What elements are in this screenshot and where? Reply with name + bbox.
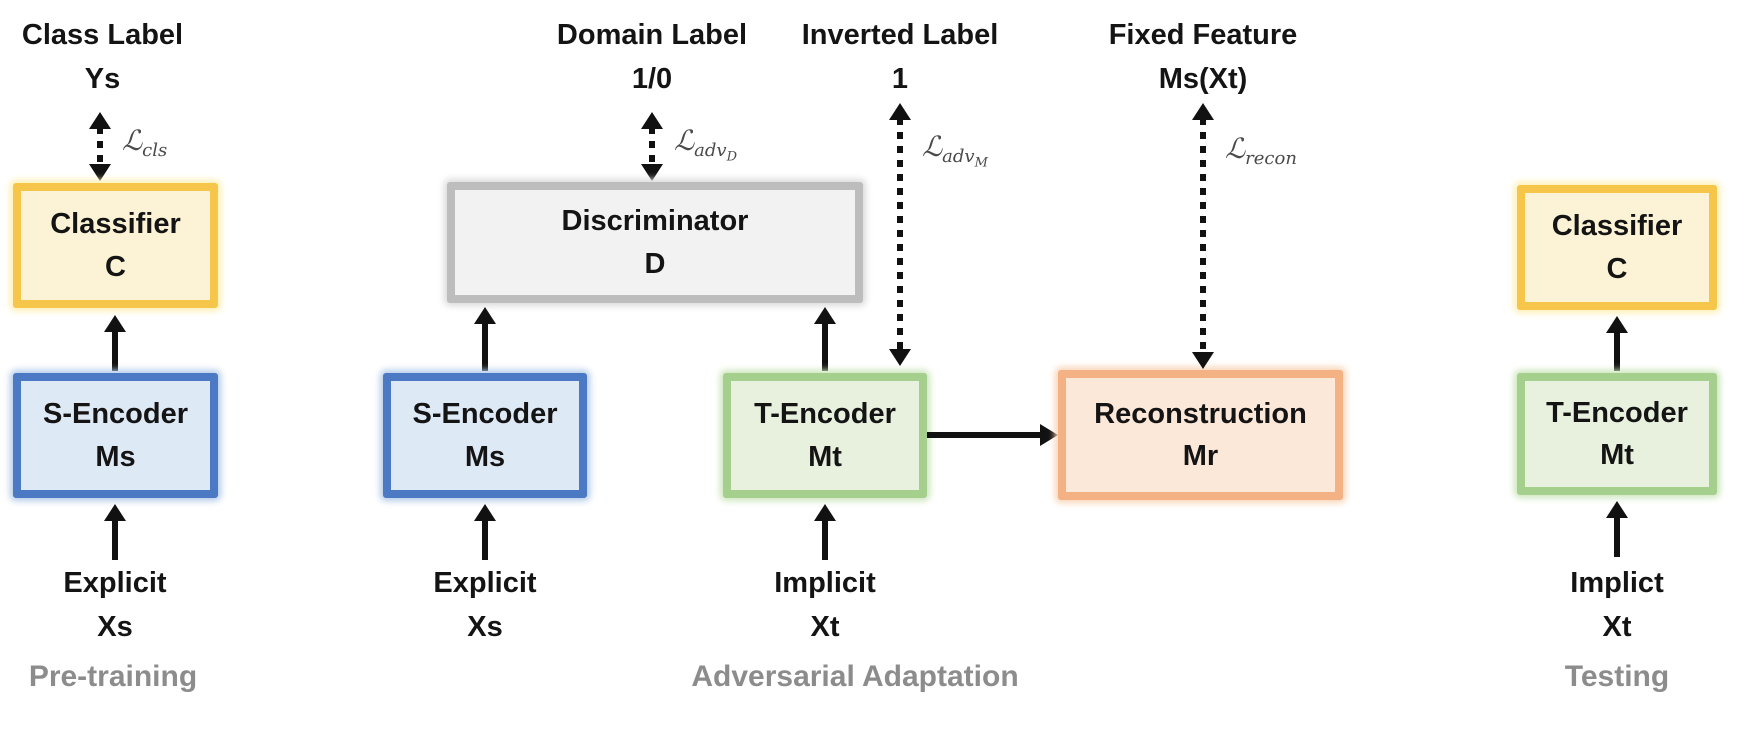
xs-to-sencoder-arrow-head: [104, 504, 126, 521]
sencoder-to-classifier-arrow-head: [104, 315, 126, 332]
domain-label-line2: 1/0: [631, 62, 673, 95]
box-title: T-Encoder: [1546, 396, 1688, 429]
loss-subscript: recon: [1245, 148, 1297, 170]
advd-loss-dotted-arrow: [649, 127, 655, 165]
box-symbol: Ms: [464, 440, 506, 473]
discriminator-box: Discriminator D: [447, 182, 863, 303]
sencoder-to-discriminator-arrow-head: [474, 307, 496, 324]
input-line1: Explicit: [433, 567, 537, 599]
loss-label-recon: ℒrecon: [1225, 132, 1297, 173]
advd-loss-arrow-up-head: [641, 112, 663, 129]
box-symbol: Ms: [95, 440, 136, 473]
tencoder-to-reconstruction-arrow-head: [1040, 424, 1058, 446]
advd-loss-arrow-down-head: [641, 164, 663, 181]
testing-caption: Testing: [1564, 660, 1670, 693]
box-symbol: Mt: [808, 440, 842, 473]
input-line2: Xs: [97, 610, 133, 643]
class-label-line2: Ys: [84, 62, 121, 95]
box-title: S-Encoder: [42, 398, 189, 431]
loss-symbol: ℒ: [674, 124, 695, 157]
tencoder-to-classifier-test-arrow-head: [1606, 316, 1628, 333]
xt-to-tencoder-adv-arrow-head: [814, 504, 836, 521]
box-symbol: Mt: [1600, 439, 1634, 471]
cls-loss-arrow-down-head: [89, 164, 111, 181]
input-line2: Xt: [1602, 610, 1632, 643]
input-line1: Explicit: [63, 567, 167, 599]
cls-loss-arrow-up-head: [89, 112, 111, 129]
loss-subsubscript: M: [974, 155, 988, 171]
loss-symbol: ℒ: [922, 130, 943, 163]
implict-xt-test-label: Implict Xt: [1517, 562, 1717, 649]
implicit-xt-adv-label: Implicit Xt: [725, 562, 925, 649]
fixed-feature-label: Fixed Feature Ms(Xt): [1093, 14, 1313, 101]
tencoder-to-discriminator-arrow-head: [814, 307, 836, 324]
loss-label-adv-m: ℒadvM: [922, 130, 988, 171]
recon-loss-arrow-down-head: [1192, 352, 1214, 369]
loss-label-cls: ℒcls: [122, 124, 167, 165]
advm-loss-dotted-arrow: [897, 118, 903, 350]
loss-symbol: ℒ: [122, 124, 143, 157]
loss-subscript: adv: [942, 146, 975, 168]
fixed-feature-line2: Ms(Xt): [1158, 62, 1248, 95]
tencoder-to-classifier-test-arrow: [1614, 331, 1620, 371]
loss-subscript: cls: [142, 140, 168, 162]
sencoder-to-discriminator-arrow: [482, 322, 488, 371]
s-encoder-adv-box: S-Encoder Ms: [383, 373, 587, 498]
loss-symbol: ℒ: [1225, 132, 1246, 165]
loss-label-adv-d: ℒadvD: [674, 124, 737, 165]
box-title: Classifier: [1551, 210, 1683, 243]
fixed-feature-line1: Fixed Feature: [1108, 19, 1298, 51]
box-title: S-Encoder: [412, 398, 558, 431]
classifier-pretrain-box: Classifier C: [13, 183, 218, 308]
box-symbol: C: [105, 250, 126, 283]
loss-subscript: adv: [694, 140, 727, 162]
t-encoder-adv-box: T-Encoder Mt: [723, 373, 927, 498]
box-title: T-Encoder: [754, 398, 896, 431]
box-title: Classifier: [50, 208, 181, 241]
box-symbol: D: [644, 247, 666, 280]
domain-label: Domain Label 1/0: [552, 14, 752, 101]
box-title: Reconstruction: [1094, 397, 1307, 430]
box-title: Discriminator: [561, 205, 749, 238]
cls-loss-dotted-arrow: [97, 127, 103, 165]
input-line1: Implicit: [774, 567, 876, 599]
input-line1: Implict: [1570, 567, 1664, 599]
xt-to-tencoder-test-arrow-head: [1606, 501, 1628, 518]
xs-to-sencoder-adv-arrow-head: [474, 504, 496, 521]
xt-to-tencoder-test-arrow: [1614, 516, 1620, 557]
class-label-line1: Class Label: [21, 19, 184, 51]
input-line2: Xs: [467, 610, 503, 643]
adversarial-caption: Adversarial Adaptation: [691, 660, 1019, 693]
explicit-xs-pretrain-label: Explicit Xs: [15, 562, 215, 649]
xs-to-sencoder-arrow: [112, 519, 118, 560]
input-line2: Xt: [810, 610, 840, 643]
advm-loss-arrow-up-head: [889, 103, 911, 120]
class-label: Class Label Ys: [0, 14, 205, 101]
domain-label-line1: Domain Label: [556, 19, 748, 51]
inverted-label-line2: 1: [891, 62, 909, 95]
advm-loss-arrow-down-head: [889, 349, 911, 366]
recon-loss-dotted-arrow: [1200, 118, 1206, 353]
inverted-label-line1: Inverted Label: [801, 19, 999, 51]
pretraining-caption: Pre-training: [28, 660, 198, 693]
sencoder-to-classifier-arrow: [112, 330, 118, 371]
inverted-label: Inverted Label 1: [800, 14, 1000, 101]
t-encoder-test-box: T-Encoder Mt: [1517, 373, 1717, 495]
recon-loss-arrow-up-head: [1192, 103, 1214, 120]
xt-to-tencoder-adv-arrow: [822, 519, 828, 560]
xs-to-sencoder-adv-arrow: [482, 519, 488, 560]
s-encoder-pretrain-box: S-Encoder Ms: [13, 373, 218, 498]
tencoder-to-reconstruction-arrow: [927, 432, 1043, 438]
loss-subsubscript: D: [726, 149, 738, 165]
explicit-xs-adv-label: Explicit Xs: [385, 562, 585, 649]
box-symbol: C: [1606, 252, 1628, 285]
tencoder-to-discriminator-arrow: [822, 322, 828, 371]
box-symbol: Mr: [1182, 440, 1219, 472]
classifier-test-box: Classifier C: [1517, 185, 1717, 310]
reconstruction-box: Reconstruction Mr: [1058, 370, 1343, 500]
